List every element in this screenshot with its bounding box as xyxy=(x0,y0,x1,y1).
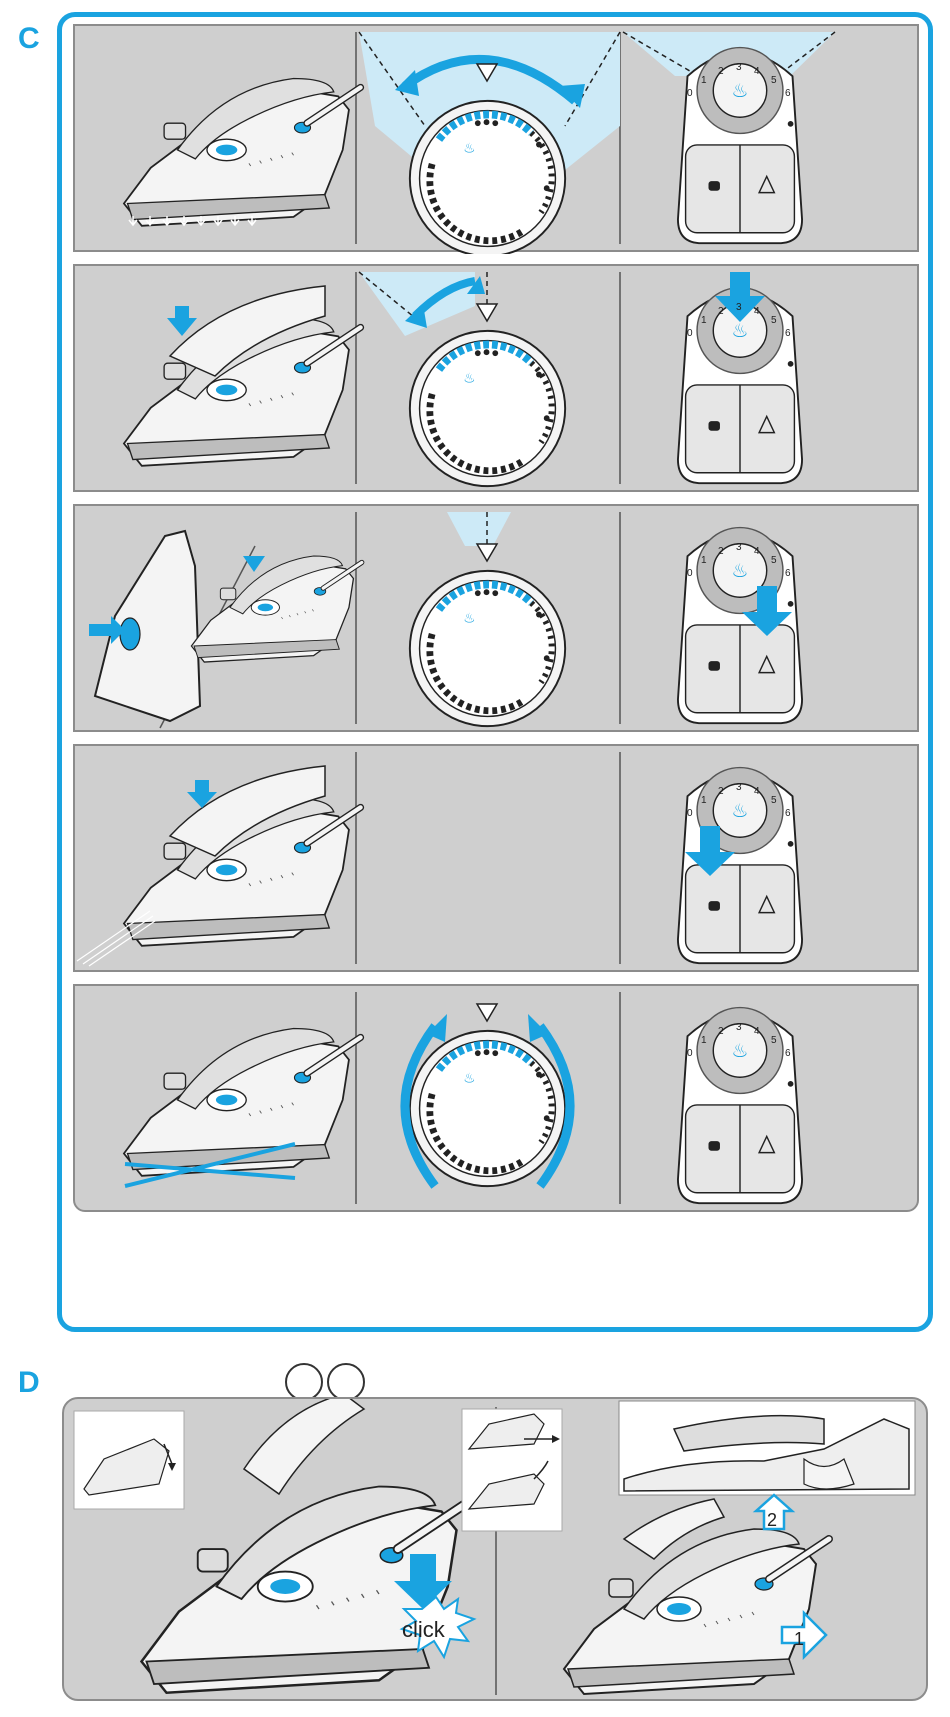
dial-number: 0 xyxy=(687,568,693,579)
click-label: click xyxy=(402,1617,446,1642)
dial-number: 4 xyxy=(754,66,760,77)
dial-number: 2 xyxy=(718,306,724,317)
temperature-dial xyxy=(410,331,565,486)
steam-control-panel xyxy=(678,528,802,724)
step-1-label: 1 xyxy=(794,1629,804,1649)
dial-number: 1 xyxy=(701,315,707,326)
dial-number: 5 xyxy=(771,75,777,86)
dial-number: 0 xyxy=(687,808,693,819)
dial-number: 5 xyxy=(771,315,777,326)
arrow-down-icon xyxy=(167,318,197,336)
dial-number: 2 xyxy=(718,1026,724,1037)
dial-number: 4 xyxy=(754,786,760,797)
dial-number: 0 xyxy=(687,1048,693,1059)
dial-number: 5 xyxy=(771,1035,777,1046)
section-d-panel: click 2 1 xyxy=(62,1397,928,1701)
steam-iron-illustration xyxy=(564,1529,829,1694)
dial-number: 5 xyxy=(771,795,777,806)
dial-number: 2 xyxy=(718,786,724,797)
dial-number: 1 xyxy=(701,795,707,806)
steam-control-panel xyxy=(678,1008,802,1204)
hand-illustration xyxy=(244,1399,364,1494)
temperature-dial xyxy=(410,571,565,726)
temperature-dial xyxy=(410,101,565,254)
dial-number: 5 xyxy=(771,555,777,566)
dial-number: 3 xyxy=(736,782,742,793)
dial-number: 6 xyxy=(785,568,791,579)
section-letter-d: D xyxy=(18,1366,40,1400)
dial-number: 4 xyxy=(754,1026,760,1037)
dial-number: 0 xyxy=(687,88,693,99)
temperature-dial xyxy=(410,1031,565,1186)
dial-number: 3 xyxy=(736,302,742,313)
step-circle-2 xyxy=(327,1363,365,1401)
dial-number: 6 xyxy=(785,1048,791,1059)
dial-number: 0 xyxy=(687,328,693,339)
steam-control-panel xyxy=(678,48,802,244)
dial-number: 1 xyxy=(701,555,707,566)
dial-number: 3 xyxy=(736,1022,742,1033)
steam-iron-illustration xyxy=(124,1029,361,1176)
dial-number: 6 xyxy=(785,328,791,339)
section-letter-c: C xyxy=(18,22,40,56)
dial-number: 3 xyxy=(736,542,742,553)
dial-number: 3 xyxy=(736,62,742,73)
steam-iron-illustration xyxy=(124,79,361,226)
dial-number: 4 xyxy=(754,306,760,317)
step-circle-1 xyxy=(285,1363,323,1401)
step-2-label: 2 xyxy=(767,1510,777,1530)
dial-number: 2 xyxy=(718,546,724,557)
dial-number: 1 xyxy=(701,1035,707,1046)
dial-number: 6 xyxy=(785,88,791,99)
steam-control-panel xyxy=(678,768,802,964)
steam-iron-illustration xyxy=(191,556,361,662)
dial-number: 6 xyxy=(785,808,791,819)
dial-number: 4 xyxy=(754,546,760,557)
dial-number: 1 xyxy=(701,75,707,86)
dial-number: 2 xyxy=(718,66,724,77)
